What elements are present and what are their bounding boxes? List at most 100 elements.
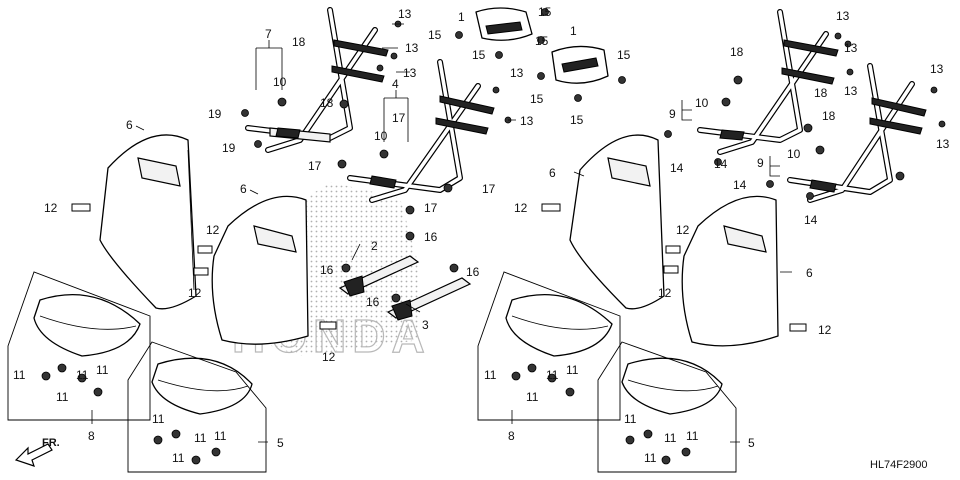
callout-12: 12 <box>676 223 690 237</box>
callout-12: 12 <box>658 286 672 300</box>
group-box-8-right <box>477 271 621 421</box>
callout-12: 12 <box>514 201 528 215</box>
side-shield-1b <box>551 45 609 84</box>
callout-18: 18 <box>814 86 828 100</box>
seat-back-6c <box>569 134 665 310</box>
callout-16: 16 <box>366 295 380 309</box>
seat-cushion-8-right <box>505 293 613 357</box>
callout-4: 4 <box>392 77 399 91</box>
callout-6: 6 <box>806 266 813 280</box>
callout-11: 11 <box>152 412 165 426</box>
callout-13: 13 <box>403 66 417 80</box>
callout-5: 5 <box>277 436 284 450</box>
callout-15: 15 <box>538 5 552 19</box>
callout-7: 7 <box>265 27 272 41</box>
seat-frame-right-a <box>697 9 839 155</box>
seat-back-6b <box>211 195 309 345</box>
seat-back-6a <box>99 134 197 310</box>
callout-16: 16 <box>466 265 480 279</box>
callout-11: 11 <box>686 429 699 443</box>
callout-11: 11 <box>546 368 559 382</box>
callout-10: 10 <box>374 129 388 143</box>
callout-17: 17 <box>424 201 438 215</box>
callout-19: 19 <box>222 141 236 155</box>
callout-12: 12 <box>206 223 220 237</box>
callout-5: 5 <box>748 436 755 450</box>
seat-cushion-8 <box>33 293 141 357</box>
callout-12: 12 <box>818 323 832 337</box>
callout-15: 15 <box>530 92 544 106</box>
callout-9: 9 <box>669 107 676 121</box>
callout-18: 18 <box>292 35 306 49</box>
callout-11: 11 <box>76 368 89 382</box>
callout-15: 15 <box>535 34 549 48</box>
seat-back-6d <box>681 195 779 347</box>
callout-1: 1 <box>458 10 465 24</box>
callout-11: 11 <box>56 390 69 404</box>
callout-12: 12 <box>44 201 58 215</box>
callout-19: 19 <box>208 107 222 121</box>
callout-14: 14 <box>670 161 684 175</box>
callout-14: 14 <box>714 157 728 171</box>
callout-17: 17 <box>308 159 322 173</box>
callout-11: 11 <box>13 368 26 382</box>
callout-13: 13 <box>520 114 534 128</box>
callout-8: 8 <box>508 429 515 443</box>
callout-18: 18 <box>730 45 744 59</box>
callout-16: 16 <box>424 230 438 244</box>
callout-numbers: 1 1 2 3 4 5 5 6 6 6 6 7 8 8 9 9 10 10 10… <box>13 5 950 465</box>
callout-11: 11 <box>644 451 657 465</box>
callout-12: 12 <box>188 286 202 300</box>
callout-18: 18 <box>822 109 836 123</box>
callout-6: 6 <box>240 182 247 196</box>
callout-14: 14 <box>733 178 747 192</box>
callout-10: 10 <box>695 96 709 110</box>
front-indicator: FR. <box>42 437 60 449</box>
callout-15: 15 <box>617 48 631 62</box>
callout-8: 8 <box>88 429 95 443</box>
callout-2: 2 <box>371 239 378 253</box>
callout-15: 15 <box>570 113 584 127</box>
callout-9: 9 <box>757 156 764 170</box>
callout-1: 1 <box>570 24 577 38</box>
callout-10: 10 <box>787 147 801 161</box>
callout-6: 6 <box>549 166 556 180</box>
seat-rail-2 <box>338 255 420 297</box>
callout-11: 11 <box>194 431 207 445</box>
callout-14: 14 <box>804 213 818 227</box>
group-box-5-left <box>127 341 267 473</box>
callout-10: 10 <box>273 75 287 89</box>
callout-11: 11 <box>664 431 677 445</box>
callout-13: 13 <box>936 137 950 151</box>
callout-11: 11 <box>566 363 579 377</box>
callout-18: 18 <box>320 96 334 110</box>
callout-11: 11 <box>624 412 637 426</box>
leader-lines <box>91 23 792 443</box>
seat-cushion-5-right <box>621 357 723 415</box>
callout-16: 16 <box>320 263 334 277</box>
callout-6: 6 <box>126 118 133 132</box>
callout-13: 13 <box>398 7 412 21</box>
callout-11: 11 <box>526 390 539 404</box>
seat-cushion-5 <box>151 357 253 415</box>
callout-11: 11 <box>96 363 109 377</box>
callout-11: 11 <box>172 451 185 465</box>
callout-13: 13 <box>510 66 524 80</box>
callout-17: 17 <box>392 111 406 125</box>
callout-13: 13 <box>930 62 944 76</box>
callout-11: 11 <box>484 368 497 382</box>
seat-frame-left-b <box>347 59 495 203</box>
callout-13: 13 <box>405 41 419 55</box>
callout-17: 17 <box>482 182 496 196</box>
callout-11: 11 <box>214 429 227 443</box>
callout-13: 13 <box>836 9 850 23</box>
group-box-5-right <box>597 341 737 473</box>
callout-13: 13 <box>844 84 858 98</box>
side-shield-1a <box>475 7 533 41</box>
front-arrow-icon: FR. <box>14 437 60 467</box>
callout-15: 15 <box>428 28 442 42</box>
group-box-8-left <box>7 271 151 421</box>
diagram-code: HL74F2900 <box>870 459 928 471</box>
callout-3: 3 <box>422 318 429 332</box>
